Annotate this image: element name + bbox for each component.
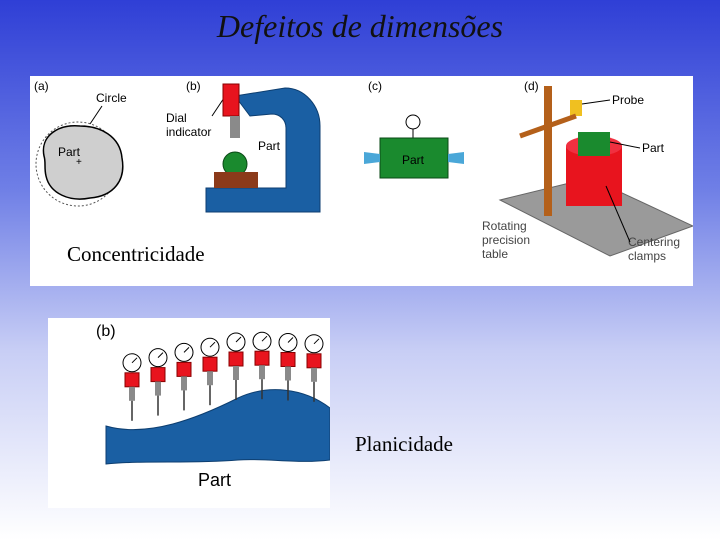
- sub-d-part-label: Part: [642, 141, 665, 155]
- center-mark: +: [76, 157, 82, 168]
- dial-indicator-body: [222, 83, 240, 117]
- dial-stem: [285, 366, 291, 381]
- dial-c: [405, 114, 421, 130]
- dial-stem: [233, 366, 239, 380]
- table-label-3: table: [482, 247, 508, 261]
- dial-leader: [211, 97, 225, 117]
- dial-body: [280, 352, 296, 367]
- dial-face: [200, 337, 220, 357]
- dial-body: [202, 356, 218, 372]
- dial-stem: [230, 116, 240, 138]
- v-block: [214, 172, 258, 188]
- bottom-part-label: Part: [198, 470, 231, 490]
- dial-indicators: [122, 331, 324, 421]
- sub-a-part-label: Part: [58, 145, 81, 159]
- circle-leader: [89, 105, 103, 125]
- dial-body: [124, 372, 140, 388]
- irregular-part: [42, 125, 124, 200]
- slide-title: Defeitos de dimensões: [216, 8, 504, 44]
- dial-stem: [129, 386, 135, 401]
- dial-body: [254, 350, 270, 366]
- dial-needle: [261, 335, 268, 342]
- part-d: [578, 132, 610, 156]
- clamp-leader: [605, 185, 631, 243]
- concentricity-caption: Concentricidade: [67, 242, 205, 266]
- dial-body: [306, 353, 322, 369]
- probe-leader: [581, 99, 611, 105]
- dial-body: [228, 351, 244, 367]
- dial-label-2: indicator: [166, 125, 211, 139]
- dial-face: [252, 331, 272, 351]
- dial-needle: [287, 337, 294, 343]
- dial-needle: [183, 347, 190, 353]
- flatness-figure: (b) Part: [96, 323, 330, 490]
- center-left: [364, 152, 380, 164]
- flatness-caption: Planicidade: [355, 432, 453, 456]
- sub-c-part-label: Part: [402, 153, 425, 167]
- dial-stem: [207, 371, 213, 386]
- table-label-1: Rotating: [482, 219, 527, 233]
- concentricity-figure: (a) Circle Part + (b) Dial indicator Par…: [34, 79, 693, 263]
- dial-stem: [311, 367, 317, 382]
- probe-head: [570, 100, 582, 116]
- probe-arm: [519, 113, 577, 139]
- dial-body: [176, 361, 192, 377]
- flatness-panel: (b) Part: [48, 318, 330, 508]
- circle-label: Circle: [96, 91, 127, 105]
- bottom-letter: (b): [96, 323, 116, 340]
- flatness-part: [105, 389, 330, 465]
- sub-c-letter: (c): [368, 79, 382, 93]
- clamp-label-1: Centering: [628, 235, 680, 249]
- table-label-2: precision: [482, 233, 530, 247]
- dial-face: [148, 348, 168, 368]
- dial-needle: [157, 352, 164, 358]
- part-leader: [609, 141, 641, 149]
- stand-post: [544, 86, 552, 216]
- dial-label-1: Dial: [166, 111, 187, 125]
- center-right: [448, 152, 464, 164]
- concentricity-panel: (a) Circle Part + (b) Dial indicator Par…: [30, 76, 693, 286]
- clamp-label-2: clamps: [628, 249, 666, 263]
- sub-b-part-label: Part: [258, 139, 281, 153]
- probe-label: Probe: [612, 93, 644, 107]
- sub-d-letter: (d): [524, 79, 539, 93]
- dial-needle: [209, 341, 216, 348]
- sub-b-letter: (b): [186, 79, 201, 93]
- dial-needle: [313, 338, 320, 345]
- dial-needle: [131, 357, 138, 364]
- c-frame-gauge: [205, 87, 321, 213]
- dial-stem: [155, 381, 161, 396]
- dial-body: [150, 367, 166, 383]
- dial-stem: [181, 376, 187, 391]
- sub-a-letter: (a): [34, 79, 49, 93]
- dial-stem: [259, 365, 265, 380]
- dial-needle: [235, 336, 242, 343]
